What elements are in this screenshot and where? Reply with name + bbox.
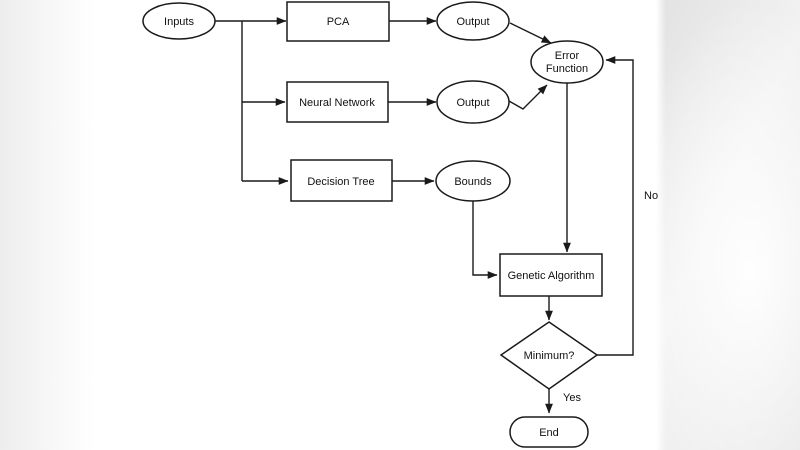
error-function-node-label-line1: Error: [555, 50, 580, 62]
bounds-node: Bounds: [435, 160, 511, 202]
edges: [215, 17, 634, 414]
nn-output-node-shape: [436, 80, 510, 124]
genetic-algorithm-node-label: Genetic Algorithm: [508, 270, 595, 282]
pca-node: PCA: [286, 1, 390, 42]
edge-nn-output-to-error-function: [508, 84, 548, 110]
edge-minimum-no-loop-to-error-function: [597, 56, 634, 356]
pca-output-node-shape: [436, 1, 510, 41]
edge-pca-output-to-error-function: [509, 22, 552, 44]
bounds-node-shape: [435, 160, 511, 202]
pca-output-node-label: Output: [456, 16, 489, 28]
error-function-node-label-line2: Function: [546, 63, 588, 75]
neural-network-node: Neural Network: [286, 81, 389, 123]
pca-output-node: Output: [436, 1, 510, 41]
end-node-label: End: [539, 427, 559, 439]
error-function-node-shape: [530, 40, 604, 84]
neural-network-node-label: Neural Network: [299, 97, 375, 109]
end-node-shape: [509, 416, 589, 448]
end-node: End: [509, 416, 589, 448]
decision-tree-node-shape: [290, 159, 393, 202]
inputs-node-shape: [142, 2, 216, 40]
nn-output-node-label: Output: [456, 97, 489, 109]
no-edge-label: No: [644, 190, 658, 202]
yes-edge-label: Yes: [563, 392, 581, 404]
minimum-decision-node-label: Minimum?: [524, 350, 575, 362]
inputs-node-label: Inputs: [164, 16, 194, 28]
pca-node-shape: [286, 1, 390, 42]
bounds-node-label: Bounds: [454, 176, 492, 188]
neural-network-node-shape: [286, 81, 389, 123]
minimum-decision-node-shape: [499, 321, 599, 390]
error-function-node: Error Function: [530, 40, 604, 84]
nn-output-node: Output: [436, 80, 510, 124]
edge-bounds-to-genetic-algorithm: [472, 201, 498, 279]
decision-tree-node: Decision Tree: [290, 159, 393, 202]
genetic-algorithm-node-shape: [499, 253, 603, 297]
genetic-algorithm-node: Genetic Algorithm: [499, 253, 603, 297]
minimum-decision-node: Minimum?: [499, 321, 599, 390]
pca-node-label: PCA: [327, 16, 350, 28]
decision-tree-node-label: Decision Tree: [307, 176, 374, 188]
inputs-node: Inputs: [142, 2, 216, 40]
